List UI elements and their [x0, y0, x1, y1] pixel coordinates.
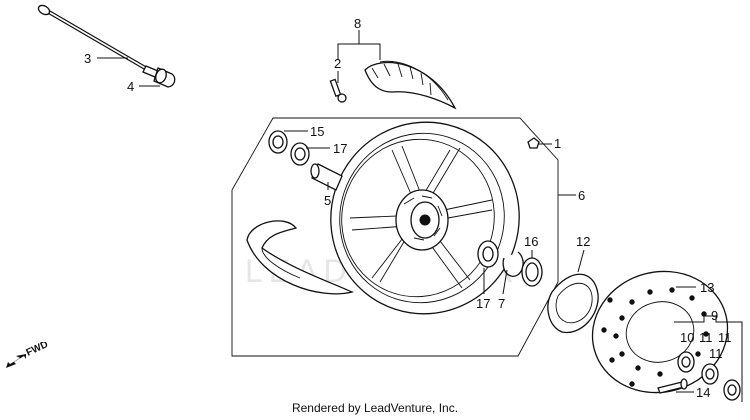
circlip-part	[502, 251, 524, 277]
callout-5: 5	[324, 193, 331, 208]
rim-band-part	[246, 220, 354, 295]
callout-16: 16	[524, 234, 538, 249]
callout-11-c: 11	[709, 346, 723, 361]
callout-3: 3	[84, 51, 91, 66]
valve-cap-part	[527, 137, 540, 149]
callout-13: 13	[700, 280, 714, 295]
axle-part	[37, 4, 159, 78]
wheel-part	[330, 121, 520, 315]
footer-credit: Rendered by LeadVenture, Inc.	[291, 401, 459, 415]
callout-labels: 8 2 3 4 15 17 5 1 6 17 7 16 12 13 9 10 1…	[84, 16, 732, 400]
callout-1: 1	[554, 136, 561, 151]
brake-disc-part	[591, 270, 729, 394]
callout-17-left: 17	[333, 141, 347, 156]
callout-9: 9	[711, 308, 718, 323]
callout-12: 12	[576, 234, 590, 249]
callout-8: 8	[354, 16, 361, 31]
gasket-part	[547, 273, 599, 334]
dust-seal-part	[521, 257, 543, 287]
callout-2: 2	[334, 56, 341, 71]
assembly-outline	[231, 117, 559, 357]
forward-direction-icon: FWD	[6, 342, 50, 368]
callout-10: 10	[680, 330, 694, 345]
callout-7: 7	[498, 296, 505, 311]
valve-part	[329, 78, 347, 103]
callout-17-right: 17	[476, 296, 490, 311]
callout-11-b: 11	[718, 330, 732, 345]
bolt-part	[657, 378, 688, 394]
nuts-washers-part	[677, 351, 741, 401]
collar-part	[153, 67, 176, 88]
tire-part	[364, 60, 457, 110]
callout-6: 6	[578, 188, 585, 203]
callout-15: 15	[310, 124, 324, 139]
callout-4: 4	[127, 79, 134, 94]
leader-lines	[97, 30, 743, 402]
distance-collar-part	[310, 163, 343, 191]
forward-label: FWD	[25, 342, 50, 359]
bearing-left-part	[268, 130, 310, 166]
bearing-right-part	[477, 240, 499, 268]
callout-11-a: 11	[699, 330, 713, 345]
callout-14: 14	[696, 385, 710, 400]
